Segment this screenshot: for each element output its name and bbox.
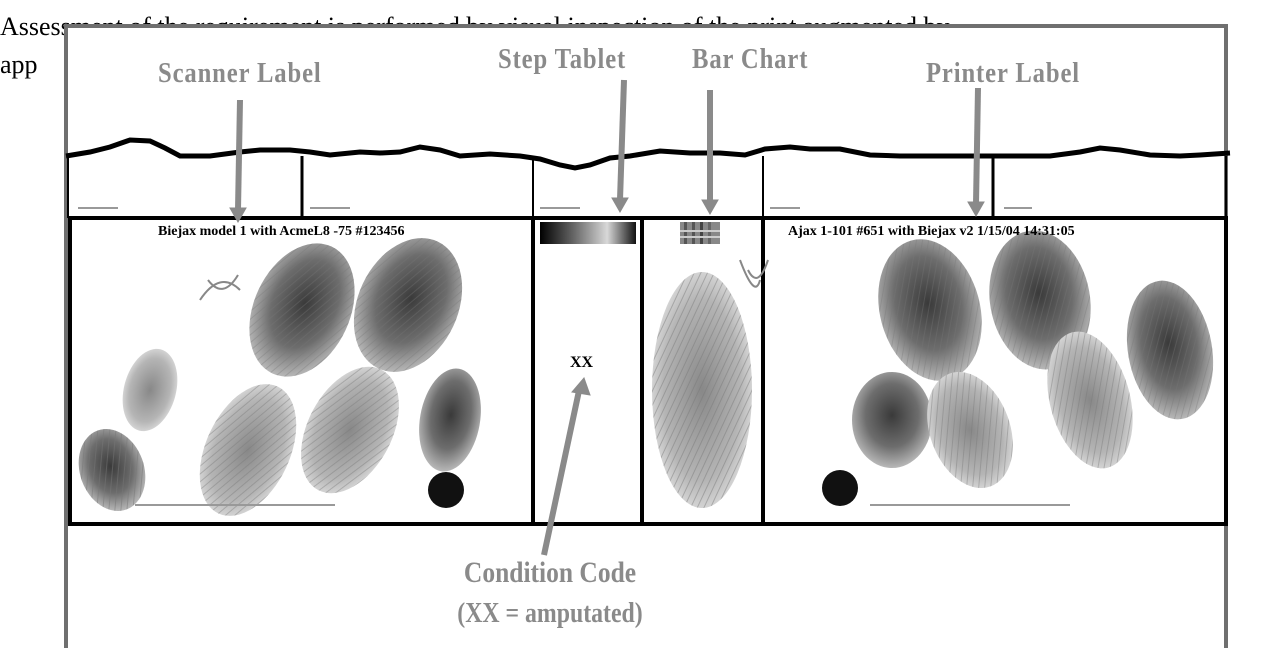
condition-code-value: XX (570, 354, 594, 371)
callout-condition-code-note: (XX = amputated) (457, 598, 643, 629)
callout-bar-chart: Bar Chart (692, 44, 809, 75)
step-tablet-swatch (540, 222, 636, 244)
single-fingerprint (652, 259, 769, 508)
document-text-line-2: app (0, 50, 38, 79)
scanner-label-text: Biejax model 1 with AcmeL8 -75 #123456 (158, 224, 405, 239)
bar-chart-swatch (680, 222, 720, 244)
callout-printer-label: Printer Label (926, 58, 1081, 89)
left-fingerprints (78, 238, 481, 516)
printer-label-text: Ajax 1-101 #651 with Biejax v2 1/15/04 1… (788, 224, 1075, 239)
callout-condition-code: Condition Code (463, 556, 637, 589)
callout-step-tablet: Step Tablet (498, 44, 627, 75)
right-fingerprints (822, 230, 1214, 506)
callout-scanner-label: Scanner Label (158, 58, 322, 89)
box-captions (78, 207, 1032, 209)
print-card-border (68, 216, 1228, 526)
callout-arrows (229, 79, 985, 556)
